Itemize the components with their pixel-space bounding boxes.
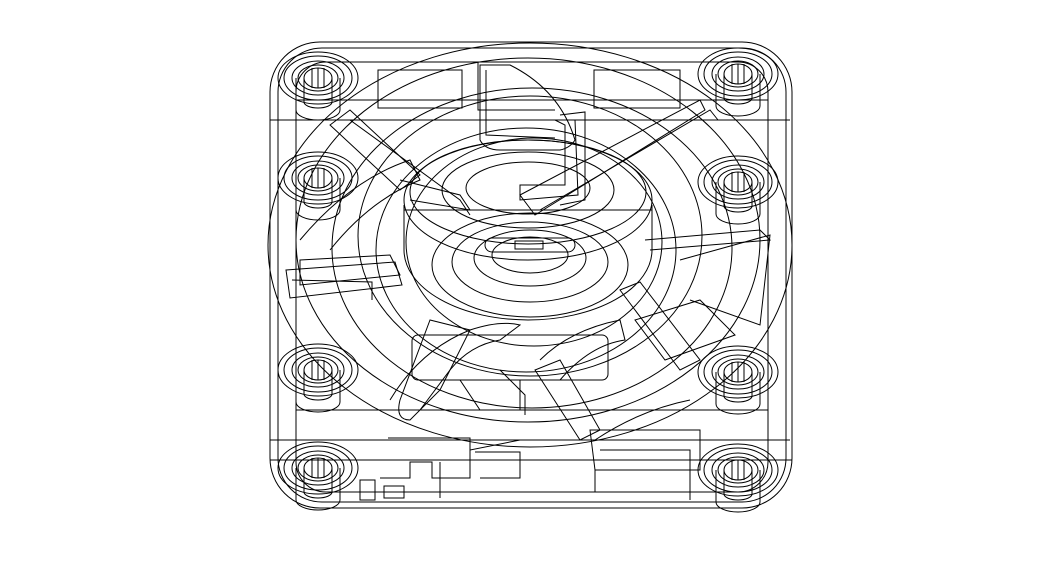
- mounting-hole-8: [697, 443, 779, 513]
- cable-channel: [359, 437, 691, 501]
- mounting-hole-7: [277, 441, 359, 511]
- mounting-hole-3: [277, 151, 359, 221]
- mounting-hole-6: [697, 345, 779, 415]
- mounting-hole-2: [697, 47, 779, 117]
- mounting-hole-4: [697, 155, 779, 225]
- motor-hub: [403, 139, 653, 321]
- vent-slots: [285, 62, 681, 381]
- mounting-holes: [277, 47, 779, 513]
- fan-blades: [299, 64, 772, 471]
- fan-shroud: [267, 42, 793, 448]
- mounting-hole-5: [277, 343, 359, 413]
- mounting-hole-1: [277, 51, 359, 121]
